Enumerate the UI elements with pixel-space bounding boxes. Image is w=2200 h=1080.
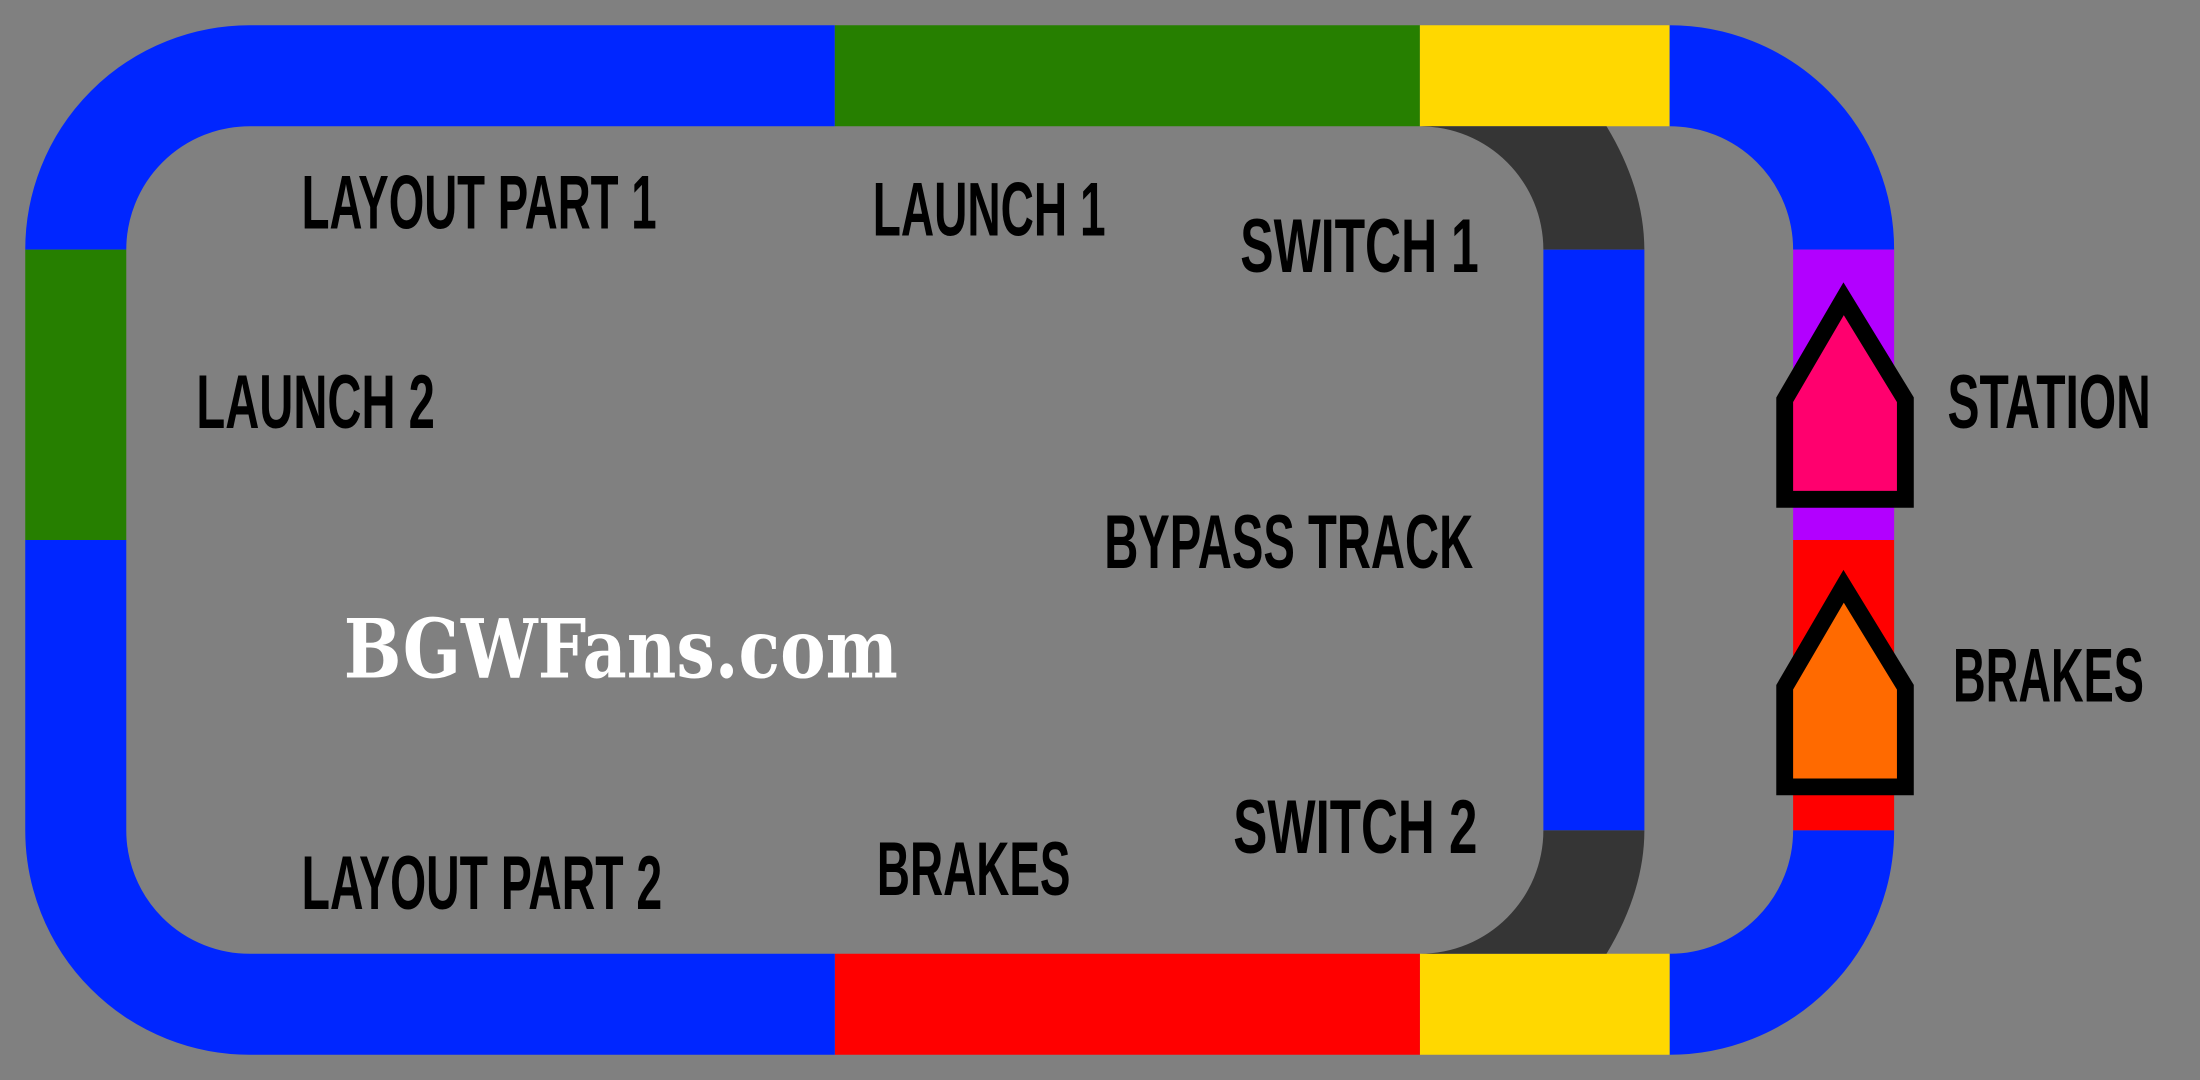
track-layout-part-2 [25, 540, 835, 1055]
train-brakes [1776, 569, 1914, 796]
track-turn-top-right [1668, 25, 1895, 252]
label-brakes-bottom: BRAKES [877, 827, 1071, 912]
bypass-curve-bottom [1419, 830, 1645, 954]
watermark: BGWFans.com [344, 601, 898, 697]
bypass-curve-top [1419, 126, 1645, 250]
label-layout-part-2: LAYOUT PART 2 [302, 841, 663, 925]
label-station: STATION [1947, 361, 2150, 445]
label-launch-2: LAUNCH 2 [196, 361, 434, 445]
label-switch-2: SWITCH 2 [1233, 785, 1477, 869]
bypass-track [1543, 249, 1645, 831]
track-turn-bottom-right [1668, 828, 1895, 1055]
label-layout-part-1: LAYOUT PART 1 [302, 161, 657, 246]
label-launch-1: LAUNCH 1 [873, 168, 1106, 253]
label-brakes-right: BRAKES [1953, 635, 2144, 719]
track-layout-part-1 [25, 25, 835, 252]
label-switch-1: SWITCH 1 [1240, 204, 1478, 289]
label-bypass-track: BYPASS TRACK [1104, 501, 1473, 585]
train-station [1776, 282, 1914, 508]
